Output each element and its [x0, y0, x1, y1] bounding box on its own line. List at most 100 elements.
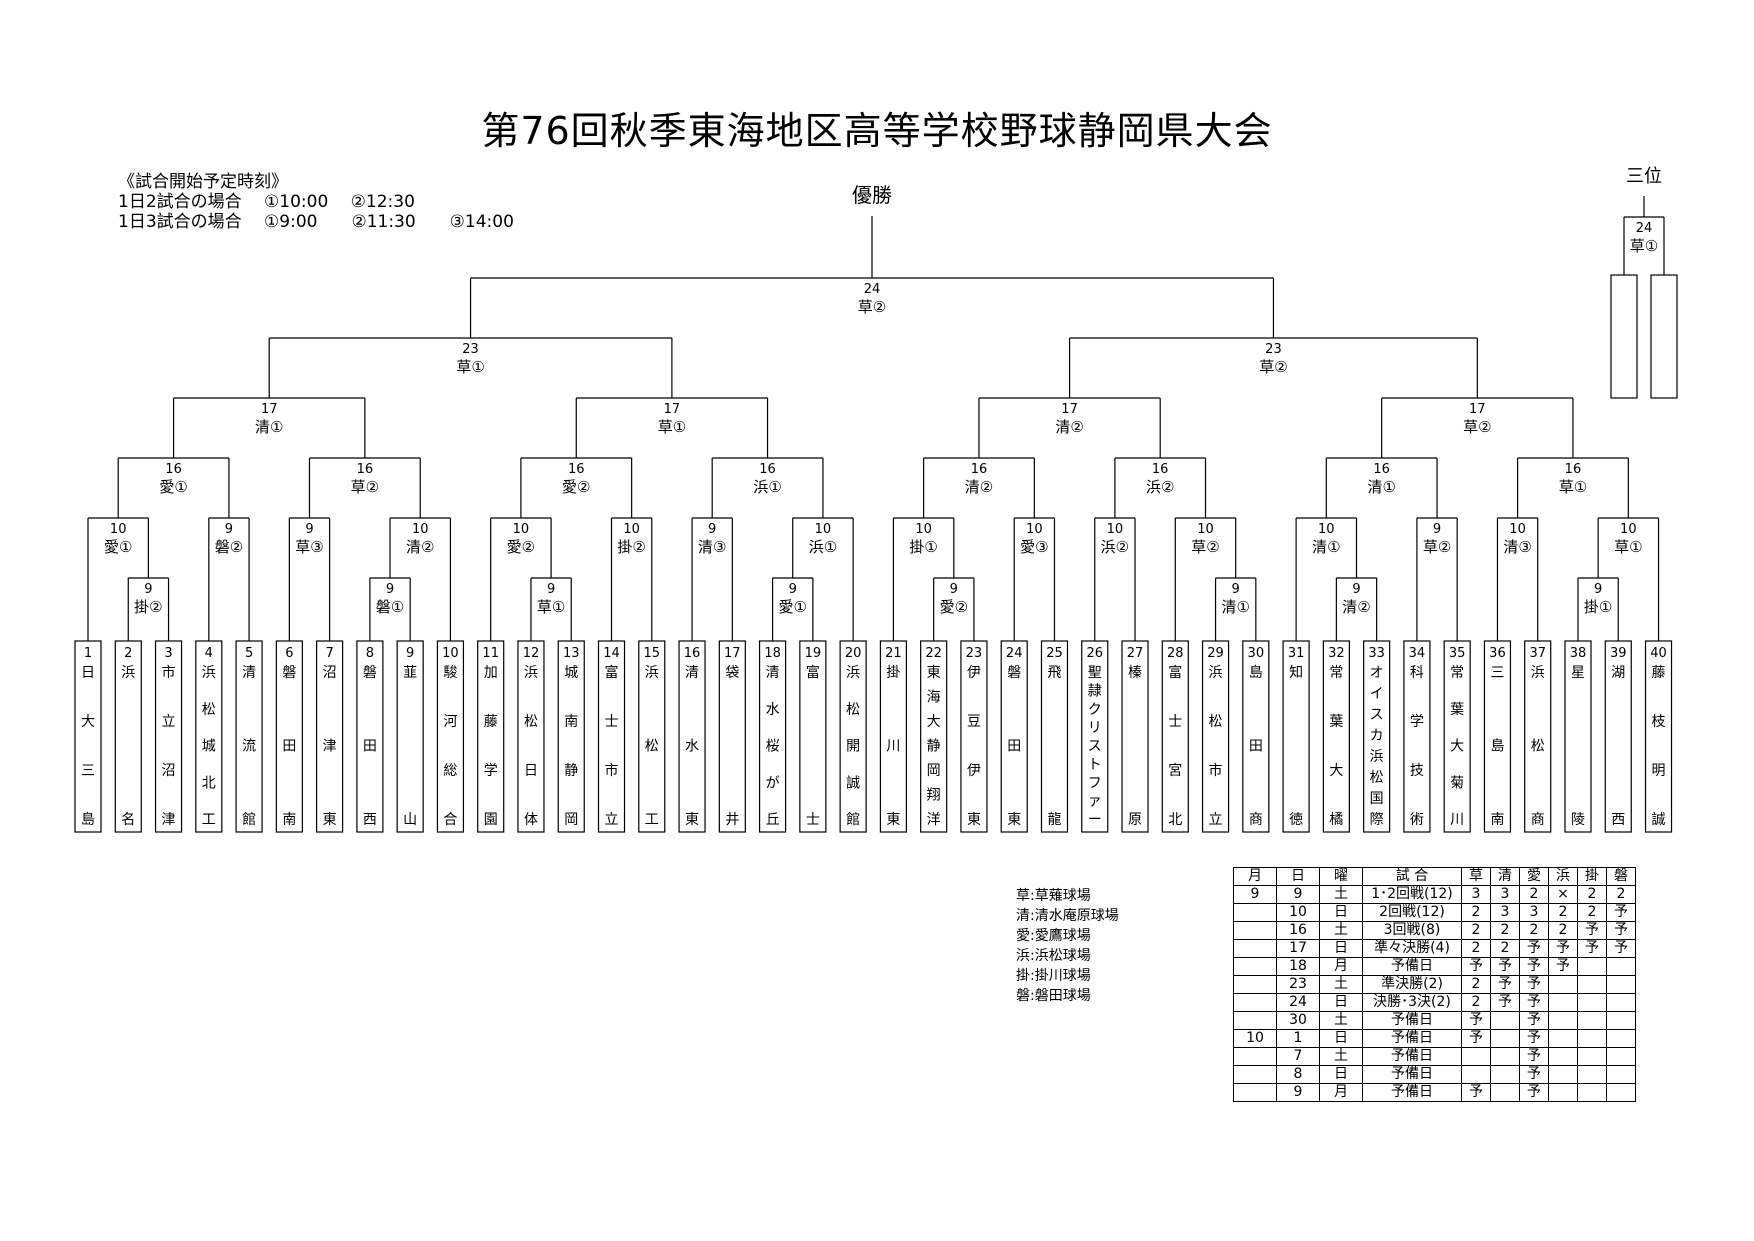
team-name-char: 浜 [121, 665, 135, 681]
schedule-cell: 予 [1519, 1029, 1549, 1048]
schedule-cell [1577, 1011, 1607, 1030]
schedule-cell [1577, 1047, 1607, 1066]
team-number: 7 [325, 646, 333, 661]
schedule-cell [1233, 903, 1277, 922]
schedule-cell [1233, 1047, 1277, 1066]
schedule-cell: 23 [1276, 975, 1320, 994]
team-name-char: 南 [564, 714, 578, 730]
schedule-cell: 30 [1276, 1011, 1320, 1030]
team-name-char: 立 [605, 812, 619, 828]
team-name-char: 開 [846, 739, 860, 755]
r1-match-date: 9 [950, 582, 958, 597]
r1-match-venue: 清① [1221, 598, 1249, 616]
sf-match-venue: 草① [456, 358, 484, 376]
schedule-three-games: 1日3試合の場合 ①9:00 ②11:30 ③14:00 [118, 212, 514, 232]
r2-match-date: 10 [1197, 522, 1214, 537]
team-name-char: 南 [1490, 812, 1504, 828]
venue-legend-item: 浜:浜松球場 [1016, 948, 1091, 964]
team-name-char: 隷 [1088, 683, 1102, 699]
team-number: 26 [1086, 646, 1103, 661]
team-name-char: 島 [81, 812, 95, 828]
team-name-char: 浜 [645, 665, 659, 681]
team-name-char: 田 [1249, 739, 1263, 755]
schedule-cell [1606, 957, 1636, 976]
schedule-cell: 予 [1461, 957, 1491, 976]
schedule-cell [1606, 1065, 1636, 1084]
schedule-cell: 土 [1319, 975, 1363, 994]
team-name-char: 常 [1329, 665, 1343, 681]
schedule-cell: 予 [1519, 1083, 1549, 1102]
team-name-char: 学 [1410, 714, 1424, 730]
schedule-cell: 予 [1519, 1065, 1549, 1084]
r1-match-venue: 磐① [376, 598, 404, 616]
team-name-char: 陵 [1571, 812, 1585, 828]
r2-match-venue: 清③ [1503, 538, 1531, 556]
schedule-cell [1606, 1029, 1636, 1048]
r2-match-date: 10 [513, 522, 530, 537]
schedule-cell: 24 [1276, 993, 1320, 1012]
r2-match-date: 10 [815, 522, 832, 537]
schedule-cell [1490, 1011, 1520, 1030]
schedule-cell: 予 [1490, 957, 1520, 976]
schedule-cell: 日 [1276, 867, 1320, 886]
schedule-cell: 土 [1319, 1047, 1363, 1066]
r3-match-date: 16 [971, 462, 988, 477]
schedule-cell: 予 [1577, 921, 1607, 940]
qf-match-venue: 清② [1055, 418, 1083, 436]
team-number: 30 [1248, 646, 1265, 661]
schedule-cell [1548, 1065, 1578, 1084]
team-number: 10 [442, 646, 459, 661]
team-number: 15 [644, 646, 661, 661]
team-name-char: 士 [806, 812, 820, 828]
team-name-char: 松 [202, 702, 216, 718]
team-number: 18 [764, 646, 781, 661]
r2-match-venue: 掛① [909, 538, 937, 556]
team-name-char: 徳 [1289, 812, 1303, 828]
team-name-char: 学 [484, 763, 498, 779]
schedule-cell: 2 [1461, 993, 1491, 1012]
team-name-char: ト [1088, 757, 1102, 773]
team-number: 29 [1207, 646, 1224, 661]
qf-match-venue: 草① [658, 418, 686, 436]
schedule-cell: 予 [1519, 1011, 1549, 1030]
team-number: 23 [966, 646, 983, 661]
qf-match-date: 17 [1061, 402, 1078, 417]
third-place-box [1610, 274, 1638, 399]
schedule-cell: 土 [1319, 1011, 1363, 1030]
r1-match-venue: 愛① [778, 598, 806, 616]
team-name-char: 韮 [403, 665, 417, 681]
schedule-cell: 予 [1606, 921, 1636, 940]
schedule-cell: 草 [1461, 867, 1491, 886]
qf-match-venue: 清① [255, 418, 283, 436]
team-name-char: 磐 [282, 665, 296, 681]
team-name-char: 島 [1490, 739, 1504, 755]
team-name-char: 星 [1571, 665, 1585, 681]
schedule-cell: 予 [1519, 993, 1549, 1012]
team-name-char: 東 [323, 812, 337, 828]
team-name-char: イ [1370, 686, 1384, 702]
schedule-cell: 愛 [1519, 867, 1549, 886]
schedule-cell [1548, 1047, 1578, 1066]
schedule-cell [1606, 1083, 1636, 1102]
schedule-cell: 浜 [1548, 867, 1578, 886]
team-name-char: 海 [927, 690, 941, 706]
schedule-cell [1606, 1011, 1636, 1030]
team-name-char: 商 [1249, 812, 1263, 828]
team-name-char: 榛 [1128, 664, 1142, 681]
team-number: 38 [1570, 646, 1587, 661]
team-name-char: 田 [363, 739, 377, 755]
qf-match-date: 17 [261, 402, 278, 417]
schedule-cell: 9 [1276, 1083, 1320, 1102]
team-number: 1 [84, 646, 92, 661]
team-number: 40 [1650, 646, 1667, 661]
schedule-cell: 10 [1276, 903, 1320, 922]
r3-match-venue: 浜① [753, 478, 781, 496]
team-name-char: 西 [1611, 812, 1625, 828]
team-name-char: 富 [1168, 664, 1182, 681]
schedule-cell: 予 [1461, 1083, 1491, 1102]
schedule-cell: 7 [1276, 1047, 1320, 1066]
team-number: 36 [1489, 646, 1506, 661]
